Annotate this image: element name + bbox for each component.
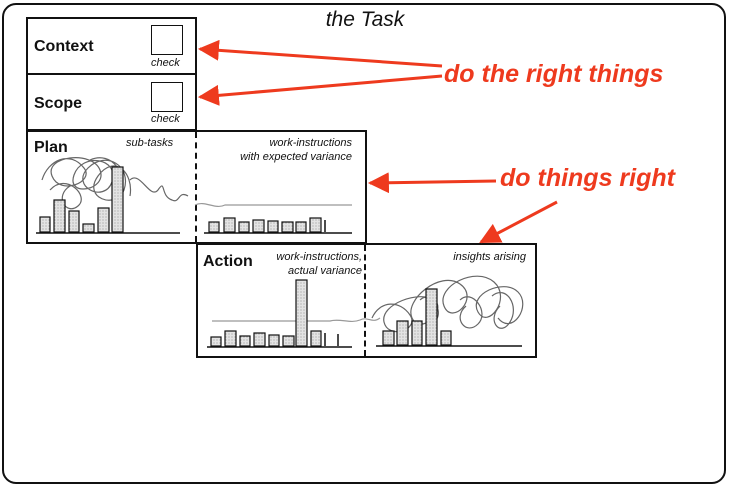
context-check-label: check <box>151 57 180 69</box>
action-divider <box>364 245 366 356</box>
scope-box: Scope check <box>26 73 197 131</box>
arrow-to-plan <box>367 172 497 194</box>
arrow-to-scope <box>197 74 443 106</box>
plan-label: Plan <box>34 139 68 156</box>
scope-checkbox <box>151 82 183 112</box>
scope-check-label: check <box>151 113 180 125</box>
diagram-title: the Task <box>325 8 405 31</box>
action-label: Action <box>203 253 253 270</box>
action-instructions-caption-line2: actual variance <box>288 265 362 277</box>
plan-subtasks-chart <box>36 157 189 234</box>
action-insights-caption: insights arising <box>453 251 526 263</box>
arrow-to-context <box>197 39 443 68</box>
context-checkbox <box>151 25 183 55</box>
plan-subtasks-caption: sub-tasks <box>126 137 174 149</box>
action-insights-chart <box>371 275 524 347</box>
plan-instructions-caption-line2: with expected variance <box>240 151 352 163</box>
scope-label: Scope <box>34 95 83 112</box>
action-box: Action work-instructions, actual varianc… <box>196 243 537 358</box>
plan-instructions-caption-line1: work-instructions <box>269 137 352 149</box>
context-box: Context check <box>26 17 197 75</box>
action-instructions-caption-line1: work-instructions, <box>276 251 362 263</box>
plan-instructions-chart <box>194 202 352 234</box>
arrow-to-action <box>479 200 558 244</box>
task-frame <box>2 3 726 484</box>
callout-do-things-right: do things right <box>500 164 675 192</box>
action-instructions-chart <box>207 279 381 348</box>
plan-divider <box>195 132 197 242</box>
callout-do-the-right-things: do the right things <box>444 60 664 88</box>
context-label: Context <box>34 38 94 55</box>
